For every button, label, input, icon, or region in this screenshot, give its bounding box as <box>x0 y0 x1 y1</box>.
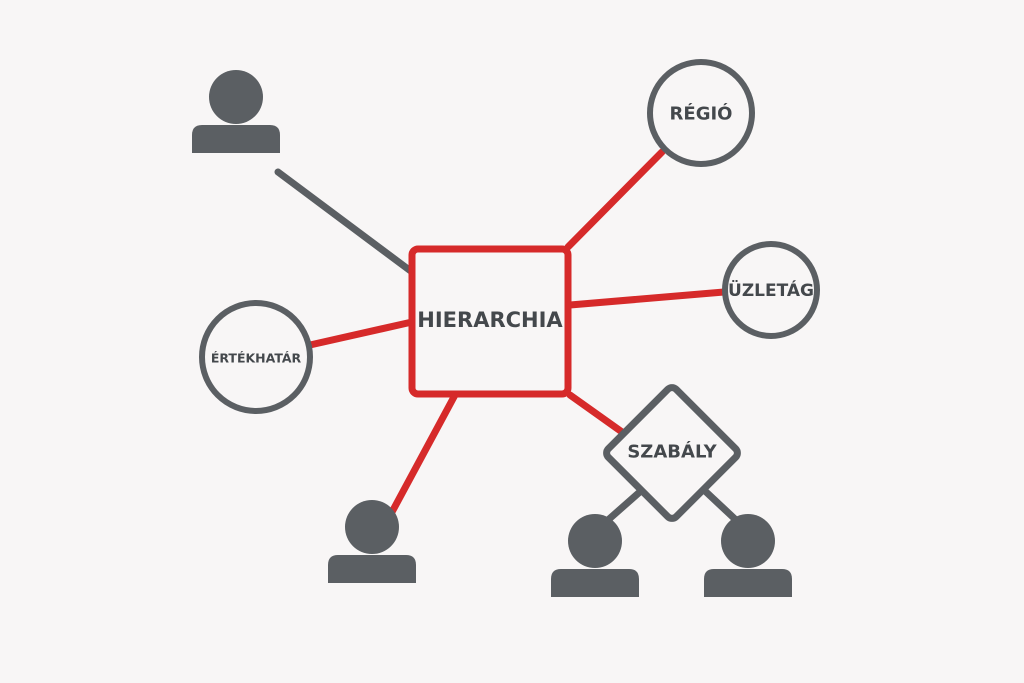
hierarchy-label: HIERARCHIA <box>417 308 563 332</box>
region-label: RÉGIÓ <box>670 103 733 125</box>
connector-user-bottom <box>388 391 459 516</box>
connector-rule-user-right <box>700 486 740 524</box>
connector-threshold <box>306 318 416 349</box>
connector-rule <box>566 391 626 436</box>
connector-business-line <box>566 288 728 309</box>
user-icon <box>704 514 792 597</box>
connector-rule-user-left <box>604 486 646 524</box>
user-icon <box>192 70 280 153</box>
region-node[interactable]: RÉGIÓ <box>647 59 755 167</box>
user-icon <box>551 514 639 597</box>
rule-label: SZABÁLY <box>627 441 717 463</box>
threshold-label: ÉRTÉKHATÁR <box>211 351 302 366</box>
connector-region <box>564 148 666 251</box>
user-icon <box>328 500 416 583</box>
hierarchy-node[interactable]: HIERARCHIA <box>408 245 572 398</box>
business-line-label: ÜZLETÁG <box>728 279 814 301</box>
threshold-node[interactable]: ÉRTÉKHATÁR <box>199 300 313 414</box>
rule-node[interactable]: SZABÁLY <box>603 384 741 522</box>
connector-user-top <box>274 168 416 276</box>
business-line-node[interactable]: ÜZLETÁG <box>722 241 820 339</box>
